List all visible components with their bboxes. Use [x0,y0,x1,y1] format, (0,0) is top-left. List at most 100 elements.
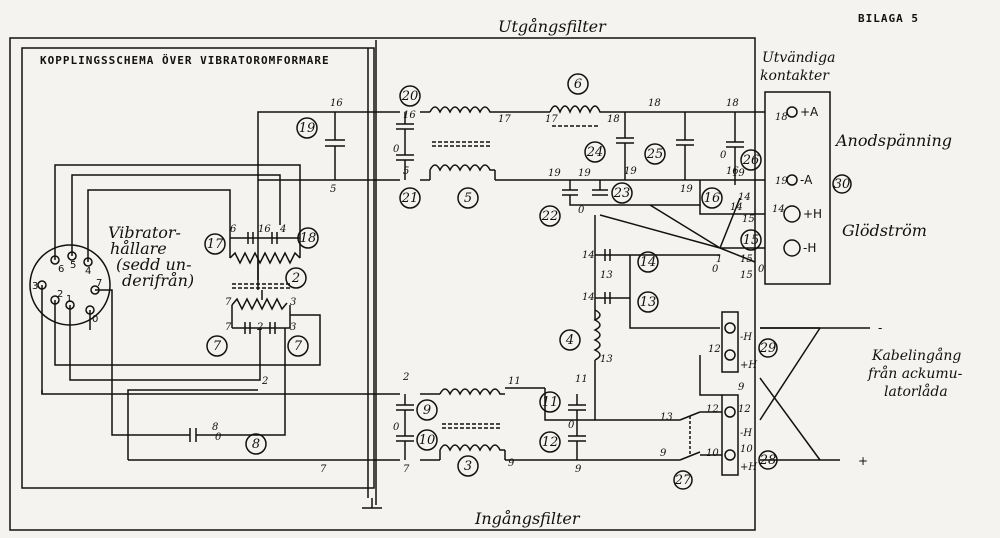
node-label-n18b: 18 [648,98,661,109]
wire-to-battery-minus [629,255,720,329]
node-label-n14b: 14 [582,292,595,303]
component-circle-30 [832,174,852,194]
wire-pin5 [71,174,281,256]
choke-4-coil [593,309,601,361]
component-circle-24 [584,141,606,163]
component-circle-7 [206,335,228,357]
wire-pin1 [69,305,261,381]
pin-3: 3 [32,281,38,292]
plug-contact-2 [724,349,736,361]
node-label-n3b: 3 [290,322,296,333]
node-label-n19a: 19 [624,166,637,177]
component-16: 16 [704,191,721,206]
wire-14-filament [699,205,765,215]
component-9: 9 [423,403,431,418]
plug-contact-1 [724,322,736,334]
terminal-minus-a [786,174,798,186]
component-28: 28 [759,453,777,468]
wire-pin2 [54,300,321,366]
component-circle-14 [637,251,659,273]
component-7: 7 [294,339,303,354]
node-label-n1: 1 [716,254,722,265]
node-label-n12c: 12 [738,404,751,415]
choke-6-coil [549,105,605,114]
component-4: 4 [565,333,574,348]
component-5: 5 [464,191,472,206]
outer-frame [9,37,756,531]
component-21: 21 [401,191,419,206]
node-label-n14c: 14 [730,202,743,213]
terminal-plus-h [783,205,801,223]
component-circle-17 [204,233,226,255]
vibrator-label-1: Vibrator- [108,223,181,242]
wire-diag-3 [719,247,756,263]
component-circle-23 [611,182,633,204]
component-circle-3 [457,455,479,477]
wire-pin7 [95,289,175,436]
component-17: 17 [207,237,224,252]
wire-cap8 [210,328,286,436]
component-circle-13 [637,291,659,313]
node-label-n7a: 7 [225,297,232,308]
node-label-n0a: 0 [393,144,400,155]
wire-11-to-choke4 [544,388,595,421]
component-29: 29 [759,341,777,356]
transformer-winding [231,297,288,311]
node-label-t15: 15 [742,214,755,225]
node-label-n5b: 5 [403,166,409,177]
cap22-23-return [569,180,701,206]
plug-contact-3 [724,406,736,418]
plug-label-3: -H [740,428,752,439]
component-circle-28 [758,450,778,470]
node-label-n12b: 12 [706,404,719,415]
component-circle-5 [457,187,479,209]
component-27: 27 [674,473,692,488]
battery-plug-upper [721,311,739,373]
component-6: 6 [574,77,582,92]
sheet-label: BILAGA 5 [858,12,919,25]
pin-4: 4 [85,266,91,277]
anode-voltage-label: Anodspänning [834,131,952,150]
node-label-n14a: 14 [582,250,595,261]
input-filter-label: Ingångsfilter [474,509,581,528]
node-label-t13: 13 [600,270,613,281]
component-circle-16 [701,187,723,209]
component-10: 10 [419,433,436,448]
plug-label-4: +H [740,462,757,473]
node-label-n5a: 5 [330,184,336,195]
component-circle-4 [559,329,581,351]
wire-diag-4 [719,197,741,249]
plug-label-2: +H [740,360,757,371]
node-label-n8: 8 [212,422,218,433]
switch-lower-blade [679,451,701,461]
component-circle-9 [416,399,438,421]
component-circle-2 [285,267,307,289]
node-label-n7c: 7 [403,464,410,475]
contact-block [764,91,831,285]
node-label-n10b: 10 [740,444,753,455]
component-circle-15 [740,229,762,251]
pin-7: 7 [96,278,102,289]
node-label-n9d: 9 [738,382,745,393]
terminal-label-minus-h: -H [803,241,816,255]
pin-2: 2 [57,289,63,300]
component-22: 22 [541,209,559,224]
terminal-label-plus-h: +H [803,207,822,221]
node-label-n14d: 14 [738,192,751,203]
battery-plug-lower [721,394,739,476]
component-24: 24 [586,145,604,160]
node-label-n19b: 19 [680,184,693,195]
node-label-n2a: 2 [256,322,263,333]
external-contacts-label-2: kontakter [760,68,830,84]
component-circle-21 [399,187,421,209]
filament-current-label: Glödström [842,221,927,240]
pin-6: 6 [58,264,64,275]
plug-contact-4 [724,449,736,461]
vibrator-label-4: derifrån) [122,271,194,290]
node-label-n0e: 0 [568,420,575,431]
wire-12 [699,355,722,396]
wire-pin6 [54,164,301,260]
component-circle-6 [567,73,589,95]
